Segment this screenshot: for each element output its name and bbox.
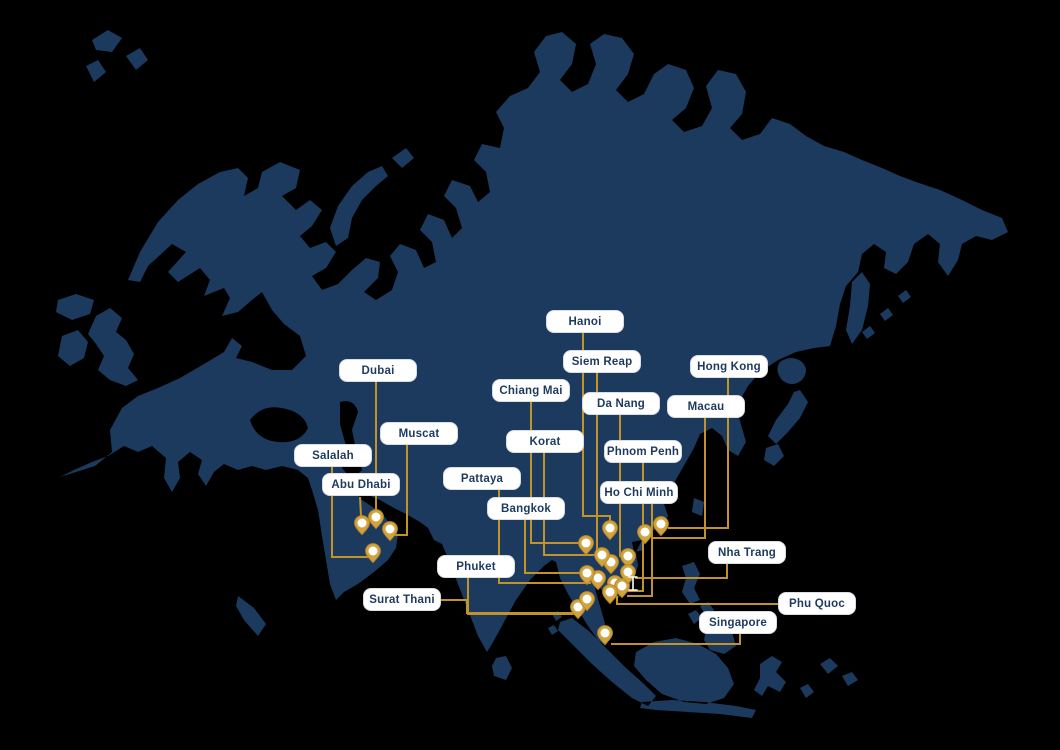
- city-label-nha-trang[interactable]: Nha Trang: [708, 541, 786, 564]
- location-pin-macau[interactable]: [637, 524, 653, 545]
- connector-line-nha-trang: [635, 564, 728, 579]
- text-cursor-icon: [628, 576, 638, 591]
- city-label-abu-dhabi[interactable]: Abu Dhabi: [322, 473, 400, 496]
- location-pin-surat-thani[interactable]: [579, 591, 595, 612]
- location-pin-nha-trang[interactable]: [620, 564, 636, 585]
- city-label-bangkok[interactable]: Bangkok: [487, 497, 565, 520]
- location-pin-da-nang[interactable]: [620, 548, 636, 569]
- city-label-surat-thani[interactable]: Surat Thani: [363, 588, 441, 611]
- location-pin-ho-chi-minh[interactable]: [614, 578, 630, 599]
- city-label-siem-reap[interactable]: Siem Reap: [563, 350, 641, 373]
- city-label-ho-chi-minh[interactable]: Ho Chi Minh: [600, 481, 678, 504]
- city-label-phuket[interactable]: Phuket: [437, 555, 515, 578]
- city-label-phnom-penh[interactable]: Phnom Penh: [604, 440, 682, 463]
- connector-line-surat-thani: [440, 599, 582, 614]
- location-pin-hanoi[interactable]: [602, 520, 618, 541]
- city-label-muscat[interactable]: Muscat: [380, 422, 458, 445]
- connector-line-phu-quoc: [616, 596, 778, 605]
- location-pin-singapore[interactable]: [597, 625, 613, 646]
- location-pin-korat[interactable]: [594, 547, 610, 568]
- city-label-hanoi[interactable]: Hanoi: [546, 310, 624, 333]
- city-label-macau[interactable]: Macau: [667, 395, 745, 418]
- location-pin-bangkok[interactable]: [579, 565, 595, 586]
- connector-line-korat: [543, 453, 595, 556]
- connector-line-hong-kong: [668, 378, 729, 529]
- city-label-singapore[interactable]: Singapore: [699, 611, 777, 634]
- connector-line-macau: [651, 418, 706, 539]
- city-label-korat[interactable]: Korat: [506, 430, 584, 453]
- city-label-chiang-mai[interactable]: Chiang Mai: [492, 379, 570, 402]
- connector-line-singapore: [611, 634, 741, 645]
- city-label-salalah[interactable]: Salalah: [294, 444, 372, 467]
- location-pin-abu-dhabi[interactable]: [354, 515, 370, 536]
- connector-line-bangkok: [524, 520, 580, 574]
- city-label-phu-quoc[interactable]: Phu Quoc: [778, 592, 856, 615]
- location-pin-phu-quoc[interactable]: [602, 584, 618, 605]
- location-pins: [354, 509, 669, 646]
- location-pin-muscat[interactable]: [382, 521, 398, 542]
- landmass-silhouette: [56, 30, 1008, 718]
- connector-line-abu-dhabi: [359, 496, 362, 517]
- city-label-hong-kong[interactable]: Hong Kong: [690, 355, 768, 378]
- city-label-dubai[interactable]: Dubai: [339, 359, 417, 382]
- location-pin-salalah[interactable]: [365, 543, 381, 564]
- connector-line-salalah: [331, 467, 370, 558]
- city-label-pattaya[interactable]: Pattaya: [443, 467, 521, 490]
- connector-line-muscat: [392, 445, 408, 536]
- connector-line-pattaya: [498, 490, 591, 584]
- location-pin-chiang-mai[interactable]: [578, 535, 594, 556]
- location-pin-hong-kong[interactable]: [653, 516, 669, 537]
- city-label-da-nang[interactable]: Da Nang: [582, 392, 660, 415]
